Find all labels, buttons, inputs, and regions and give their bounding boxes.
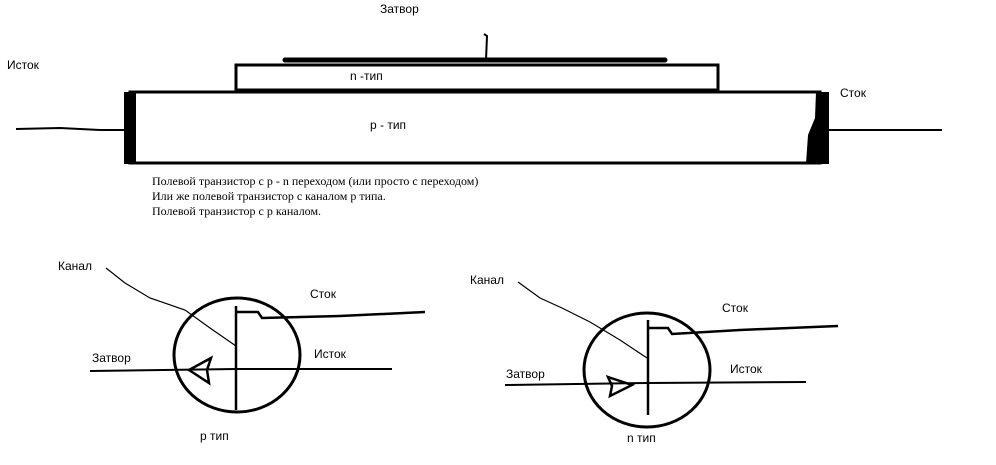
p-drain-wire [236, 310, 426, 320]
p-channel-symbol [89, 267, 426, 414]
p-gate-arrow [186, 355, 214, 386]
drain-contact [806, 92, 829, 164]
description-line-3: Полевой транзистор с p каналом. [152, 204, 321, 218]
source-wire [15, 126, 124, 131]
n-symbol-circle [582, 311, 712, 429]
p-source-label: Исток [314, 347, 347, 361]
p-channel-pointer [105, 267, 237, 347]
p-gate-wire [89, 368, 237, 372]
n-channel-label: Канал [470, 273, 504, 287]
n-gate-arrow [605, 374, 636, 399]
n-gate-label: Затвор [506, 367, 545, 381]
n-drain-label: Сток [722, 301, 749, 315]
n-layer-label: n -тип [350, 69, 383, 83]
n-drain-wire [648, 324, 839, 336]
source-contact [124, 92, 136, 164]
description-line-2: Или же полевой транзистор с каналом p ти… [152, 189, 386, 203]
n-source-label: Исток [730, 362, 763, 376]
n-channel-pointer [517, 281, 648, 359]
p-type-substrate [128, 90, 822, 165]
source-label: Исток [7, 58, 40, 72]
n-source-wire [647, 381, 807, 384]
jfet-cross-section [15, 33, 942, 165]
gate-label: Затвор [380, 2, 419, 16]
p-gate-label: Затвор [92, 351, 131, 365]
p-symbol-circle [172, 296, 302, 414]
p-layer-label: p - тип [370, 118, 406, 132]
drain-label: Сток [840, 86, 867, 100]
p-drain-label: Сток [310, 287, 337, 301]
gate-lead [483, 33, 489, 61]
p-caption: p тип [200, 429, 229, 443]
n-type-layer [234, 63, 720, 92]
p-channel-label: Канал [58, 259, 92, 273]
description-line-1: Полевой транзистор с p - n переходом (ил… [152, 174, 478, 188]
n-channel-symbol [504, 281, 839, 429]
n-caption: n тип [627, 431, 656, 445]
